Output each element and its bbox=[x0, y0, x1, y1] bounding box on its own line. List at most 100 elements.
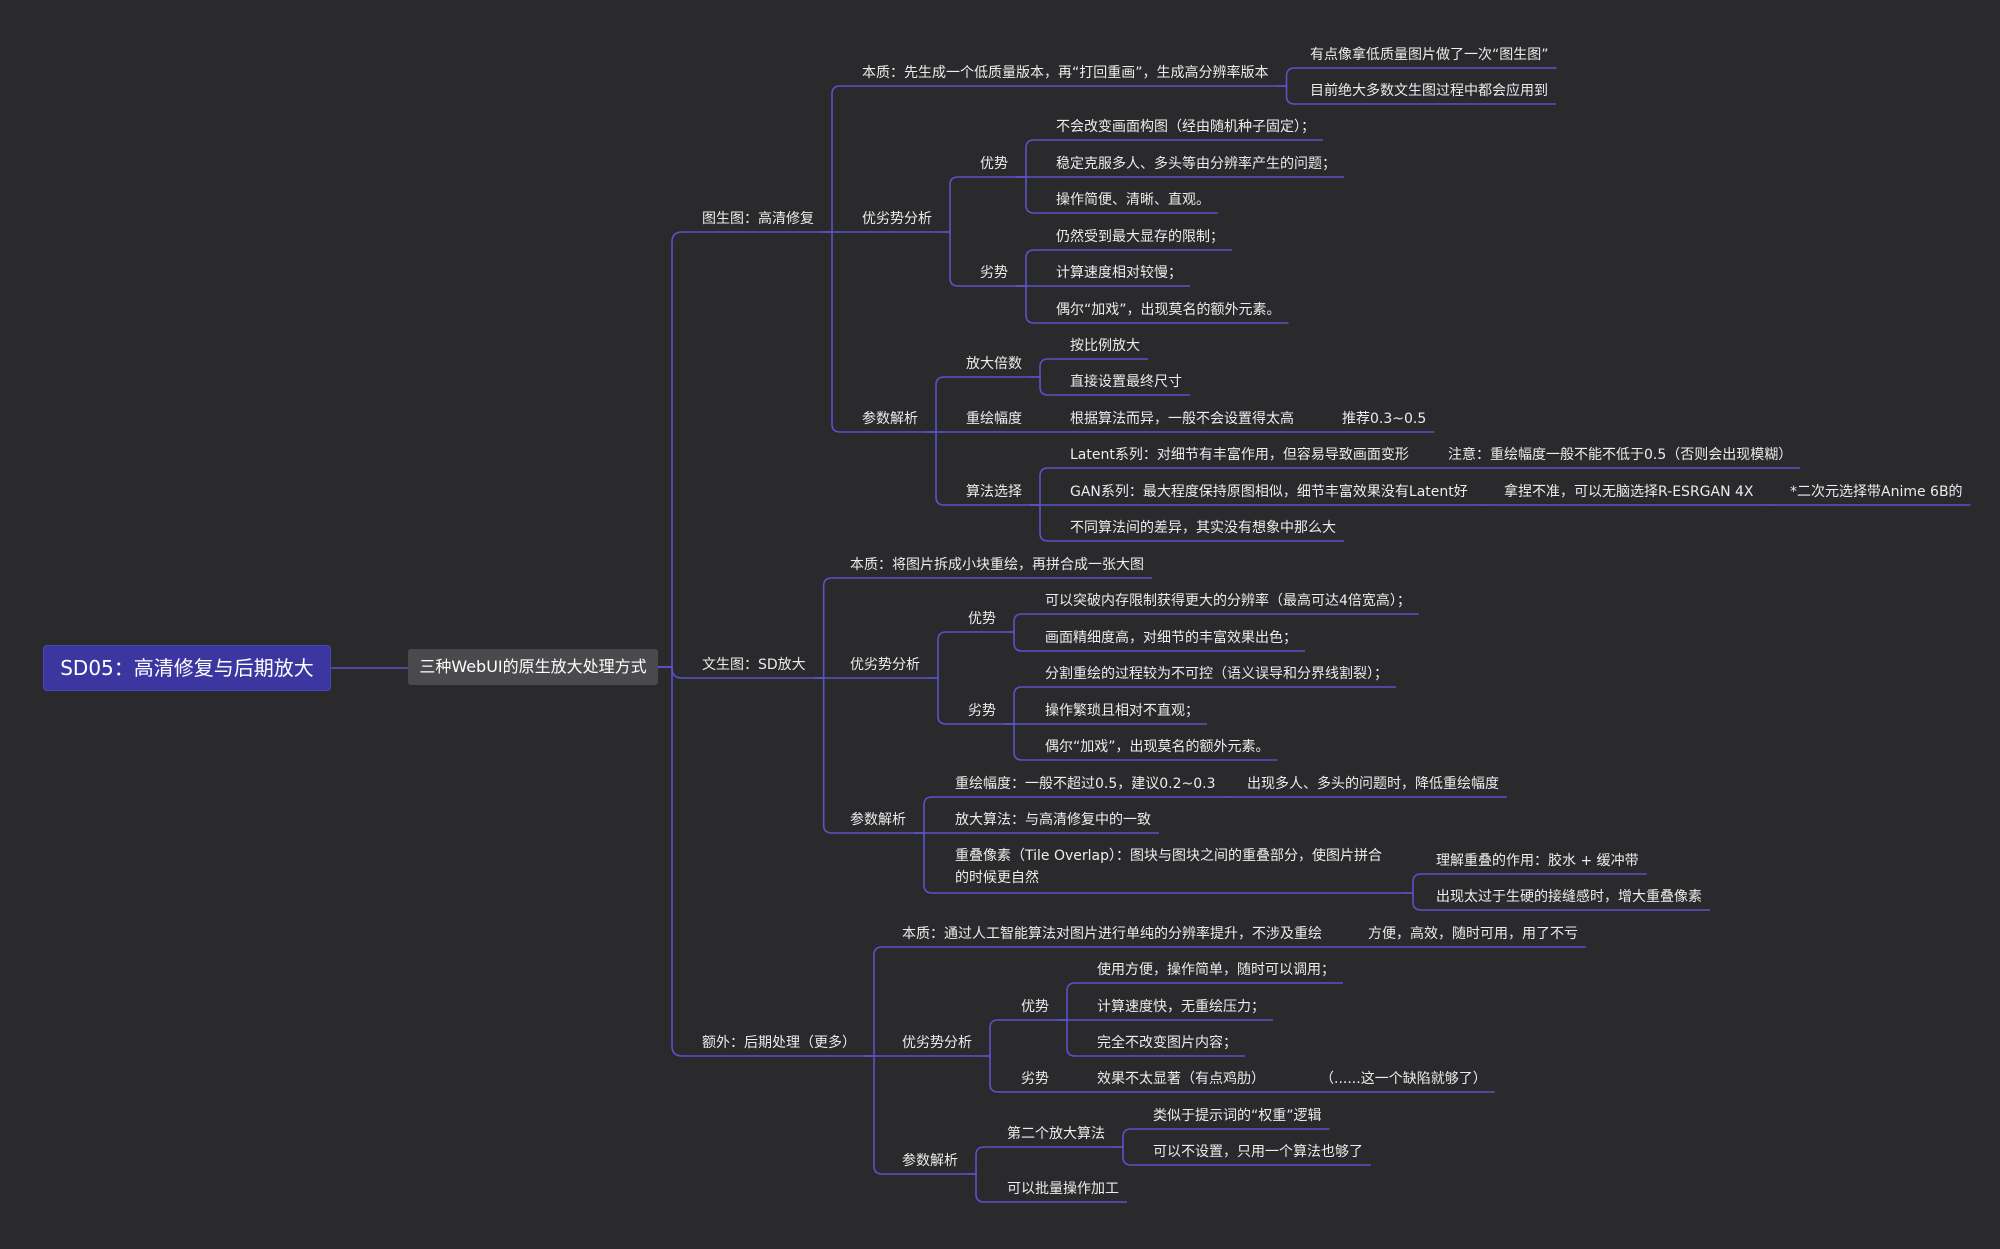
sd-pro-1[interactable]: 可以突破内存限制获得更大的分辨率（最高可达4倍宽高）； bbox=[1045, 593, 1411, 609]
hires-gan-note[interactable]: 拿捏不准，可以无脑选择R-ESRGAN 4X bbox=[1504, 484, 1754, 500]
extra-essence-note[interactable]: 方便，高效，随时可用，用了不亏 bbox=[1368, 926, 1578, 942]
link-hires-algo-label bbox=[926, 431, 952, 506]
hires-con-2[interactable]: 计算速度相对较慢； bbox=[1056, 265, 1182, 281]
hires-denoise-rec[interactable]: 推荐0.3~0.5 bbox=[1342, 411, 1427, 427]
link-hires-pro-3 bbox=[1016, 176, 1042, 214]
extra-second-2[interactable]: 可以不设置，只用一个算法也够了 bbox=[1153, 1144, 1363, 1160]
sd-essence[interactable]: 本质：将图片拆成小块重绘，再拼合成一张大图 bbox=[850, 557, 1144, 573]
root-topic[interactable]: SD05：高清修复与后期放大 bbox=[44, 646, 330, 690]
link-sd-essence bbox=[813, 577, 836, 679]
link-branch-extra bbox=[658, 666, 688, 1057]
hires-con-1[interactable]: 仍然受到最大显存的限制； bbox=[1056, 229, 1224, 245]
extra-analysis[interactable]: 优劣势分析 bbox=[902, 1035, 972, 1051]
sd-overlap[interactable]: 重叠像素（Tile Overlap）：图块与图块之间的重叠部分，使图片拼合的时候… bbox=[955, 848, 1382, 886]
hires-denoise-label[interactable]: 重绘幅度 bbox=[966, 411, 1022, 427]
sd-params[interactable]: 参数解析 bbox=[850, 812, 906, 828]
link-extra-batch bbox=[966, 1173, 993, 1203]
hires-scale-1[interactable]: 按比例放大 bbox=[1070, 338, 1140, 354]
link-extra-pro-1 bbox=[1057, 982, 1083, 1021]
sd-pro-2[interactable]: 画面精细度高，对细节的丰富效果出色； bbox=[1045, 630, 1297, 646]
extra-params[interactable]: 参数解析 bbox=[902, 1153, 958, 1169]
extra-pro-1[interactable]: 使用方便，操作简单，随时可以调用； bbox=[1097, 962, 1335, 978]
extra-second-1[interactable]: 类似于提示词的“权重”逻辑 bbox=[1153, 1108, 1322, 1124]
link-hires-scale-1 bbox=[1030, 358, 1056, 378]
hires-pros-label[interactable]: 优势 bbox=[980, 156, 1008, 172]
hires-scale-2[interactable]: 直接设置最终尺寸 bbox=[1070, 374, 1182, 390]
link-hires-essence bbox=[822, 85, 848, 233]
link-sd-overlap bbox=[914, 832, 941, 894]
link-sd-pro-2 bbox=[1004, 631, 1031, 652]
hires-pro-1[interactable]: 不会改变画面构图（经由随机种子固定）； bbox=[1056, 119, 1315, 135]
extra-batch[interactable]: 可以批量操作加工 bbox=[1007, 1181, 1119, 1197]
extra-pro-3[interactable]: 完全不改变图片内容； bbox=[1097, 1035, 1237, 1051]
sd-upscaler[interactable]: 放大算法：与高清修复中的一致 bbox=[955, 812, 1151, 828]
link-hires-cons-label bbox=[940, 231, 966, 287]
link-sd-cons-label bbox=[928, 677, 954, 725]
hires-algo-diff[interactable]: 不同算法间的差异，其实没有想象中那么大 bbox=[1070, 520, 1336, 536]
link-sd-overlap-note-1 bbox=[1403, 873, 1422, 894]
extra-second[interactable]: 第二个放大算法 bbox=[1007, 1126, 1105, 1142]
link-sd-con-1 bbox=[1004, 686, 1031, 725]
hires-latent-note[interactable]: 注意：重绘幅度一般不能不低于0.5（否则会出现模糊） bbox=[1448, 447, 1793, 463]
hub-topic[interactable]: 三种WebUI的原生放大处理方式 bbox=[408, 649, 658, 685]
branch-extra[interactable]: 额外：后期处理（更多） bbox=[702, 1035, 856, 1051]
link-extra-pros-label bbox=[980, 1019, 1007, 1057]
sd-con-1[interactable]: 分割重绘的过程较为不可控（语义误导和分界线割裂）； bbox=[1045, 666, 1388, 682]
hires-params[interactable]: 参数解析 bbox=[862, 411, 918, 427]
link-hires-con-1 bbox=[1016, 249, 1042, 287]
sd-con-3[interactable]: 偶尔“加戏”，出现莫名的额外元素。 bbox=[1045, 739, 1270, 755]
link-hires-scale-2 bbox=[1030, 376, 1056, 396]
hires-con-3[interactable]: 偶尔“加戏”，出现莫名的额外元素。 bbox=[1056, 302, 1281, 318]
link-extra-cons-label bbox=[980, 1055, 1007, 1093]
extra-con-note[interactable]: （......这一个缺陷就够了） bbox=[1320, 1071, 1487, 1087]
extra-pros-label[interactable]: 优势 bbox=[1021, 999, 1049, 1015]
sd-pros-label[interactable]: 优势 bbox=[968, 611, 996, 627]
branch-hires[interactable]: 图生图：高清修复 bbox=[702, 211, 814, 227]
link-hires-con-3 bbox=[1016, 285, 1042, 324]
hires-cons-label[interactable]: 劣势 bbox=[980, 265, 1008, 281]
link-hires-essence-note-1 bbox=[1276, 67, 1296, 87]
sd-denoise-note[interactable]: 出现多人、多头的问题时，降低重绘幅度 bbox=[1247, 776, 1499, 792]
hires-pro-3[interactable]: 操作简便、清晰、直观。 bbox=[1056, 192, 1210, 208]
hires-essence[interactable]: 本质：先生成一个低质量版本，再“打回重画”，生成高分辨率版本 bbox=[862, 65, 1269, 81]
hires-denoise-desc[interactable]: 根据算法而异，一般不会设置得太高 bbox=[1070, 411, 1294, 427]
hires-essence-note-2[interactable]: 目前绝大多数文生图过程中都会应用到 bbox=[1310, 83, 1548, 99]
link-hires-latent bbox=[1030, 467, 1056, 506]
sd-overlap-note-2[interactable]: 出现太过于生硬的接缝感时，增大重叠像素 bbox=[1436, 889, 1702, 905]
hires-analysis[interactable]: 优劣势分析 bbox=[862, 211, 932, 227]
sd-overlap-note-1[interactable]: 理解重叠的作用：胶水 + 缓冲带 bbox=[1436, 853, 1639, 869]
sd-con-2[interactable]: 操作繁琐且相对不直观； bbox=[1045, 703, 1199, 719]
extra-cons-label[interactable]: 劣势 bbox=[1021, 1071, 1049, 1087]
extra-essence[interactable]: 本质：通过人工智能算法对图片进行单纯的分辨率提升，不涉及重绘 bbox=[902, 926, 1322, 942]
extra-pro-2[interactable]: 计算速度快，无重绘压力； bbox=[1097, 999, 1265, 1015]
sd-denoise[interactable]: 重绘幅度：一般不超过0.5，建议0.2~0.3 bbox=[955, 776, 1216, 792]
link-hires-params bbox=[822, 231, 848, 433]
hires-essence-note-1[interactable]: 有点像拿低质量图片做了一次“图生图” bbox=[1310, 47, 1549, 63]
extra-con[interactable]: 效果不太显著（有点鸡肋） bbox=[1097, 1071, 1265, 1087]
link-extra-params bbox=[864, 1055, 888, 1175]
hires-latent[interactable]: Latent系列：对细节有丰富作用，但容易导致画面变形 bbox=[1070, 447, 1409, 463]
link-extra-pro-3 bbox=[1057, 1019, 1083, 1057]
link-extra-second bbox=[966, 1146, 993, 1175]
hires-gan[interactable]: GAN系列：最大程度保持原图相似，细节丰富效果没有Latent好 bbox=[1070, 484, 1468, 500]
link-branch-hires bbox=[658, 231, 688, 668]
link-hires-essence-note-2 bbox=[1276, 85, 1296, 105]
hires-gan-note-2[interactable]: *二次元选择带Anime 6B的 bbox=[1790, 484, 1963, 500]
link-sd-pros-label bbox=[928, 631, 954, 679]
hires-pro-2[interactable]: 稳定克服多人、多头等由分辨率产生的问题； bbox=[1056, 156, 1336, 172]
link-hires-pros-label bbox=[940, 176, 966, 233]
link-hires-scale-label bbox=[926, 376, 952, 433]
link-sd-params bbox=[813, 677, 836, 834]
sd-analysis[interactable]: 优劣势分析 bbox=[850, 657, 920, 673]
link-extra-second-2 bbox=[1113, 1146, 1139, 1166]
link-hires-pro-1 bbox=[1016, 139, 1042, 178]
link-sd-overlap-note-2 bbox=[1403, 892, 1422, 911]
link-extra-second-1 bbox=[1113, 1128, 1139, 1148]
branch-sd[interactable]: 文生图：SD放大 bbox=[702, 657, 806, 673]
hires-algo-label[interactable]: 算法选择 bbox=[966, 484, 1022, 500]
sd-cons-label[interactable]: 劣势 bbox=[968, 703, 996, 719]
link-extra-essence bbox=[864, 946, 888, 1057]
hires-scale-label[interactable]: 放大倍数 bbox=[966, 356, 1022, 372]
